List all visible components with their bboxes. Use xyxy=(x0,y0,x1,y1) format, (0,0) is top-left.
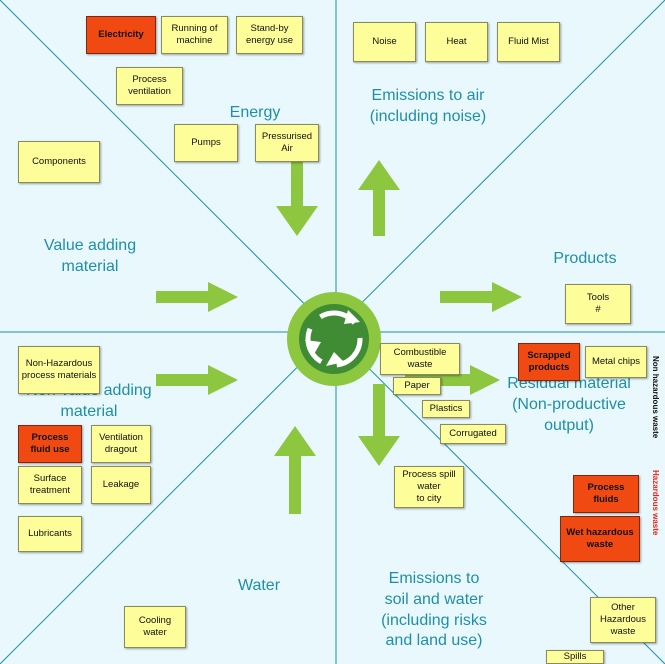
note-components: Components xyxy=(18,141,100,183)
label-products: Products xyxy=(553,250,617,267)
note-process-ventilation: Process ventilation xyxy=(116,67,183,105)
note-process-spill: Process spill water to city xyxy=(394,466,464,508)
note-other-hazardous: Other Hazardous waste xyxy=(590,597,656,643)
arrow-non-value-right xyxy=(156,365,238,395)
arrow-value-adding-right xyxy=(156,282,238,312)
note-leakage: Leakage xyxy=(91,466,151,504)
note-standby: Stand-by energy use xyxy=(236,16,303,54)
arrow-water-up xyxy=(274,426,316,514)
note-wet-hazardous: Wet hazardous waste xyxy=(560,516,640,562)
arrows xyxy=(156,134,522,514)
recycle-icon xyxy=(287,292,381,386)
note-pressurised-air: Pressurised Air xyxy=(255,124,319,162)
note-paper: Paper xyxy=(393,377,441,395)
note-electricity: Electricity xyxy=(86,16,156,54)
side-label-non-hazardous: Non hazardous waste xyxy=(651,356,660,439)
label-emissions-air: Emissions to air (including noise) xyxy=(369,87,487,125)
note-lubricants: Lubricants xyxy=(18,516,82,552)
label-emissions-soil: Emissions to soil and water (including r… xyxy=(381,570,487,650)
note-tools: Tools # xyxy=(565,284,631,324)
note-running-machine: Running of machine xyxy=(161,16,228,54)
note-cooling-water: Cooling water xyxy=(124,606,186,648)
arrow-emissions-soil-down xyxy=(358,384,400,466)
note-corrugated: Corrugated xyxy=(440,424,506,444)
arrow-emissions-air-up xyxy=(358,160,400,236)
note-ventilation-dragout: Ventilation dragout xyxy=(91,425,151,463)
note-pumps: Pumps xyxy=(174,124,238,162)
label-energy: Energy xyxy=(229,104,281,121)
note-spills: Spills xyxy=(546,650,604,664)
note-process-fluids: Process fluids xyxy=(573,475,639,513)
label-water: Water xyxy=(237,577,281,594)
label-residual: Residual material (Non-productive output… xyxy=(507,375,631,434)
note-plastics: Plastics xyxy=(422,400,470,418)
note-fluid-mist: Fluid Mist xyxy=(497,22,560,62)
arrow-residual-right xyxy=(405,365,500,395)
side-label-hazardous: Hazardous waste xyxy=(651,470,660,536)
note-combustible-waste: Combustible waste xyxy=(380,343,460,375)
arrow-energy-down xyxy=(276,134,318,236)
note-non-hazardous-materials: Non-Hazardous process materials xyxy=(18,346,100,394)
note-noise: Noise xyxy=(353,22,416,62)
note-scrapped-products: Scrapped products xyxy=(518,343,580,381)
note-process-fluid-use: Process fluid use xyxy=(18,425,82,463)
note-surface-treatment: Surface treatment xyxy=(18,466,82,504)
note-heat: Heat xyxy=(425,22,488,62)
note-metal-chips: Metal chips xyxy=(585,346,647,378)
arrow-products-right xyxy=(440,282,522,312)
label-value-adding: Value adding material xyxy=(43,237,137,275)
